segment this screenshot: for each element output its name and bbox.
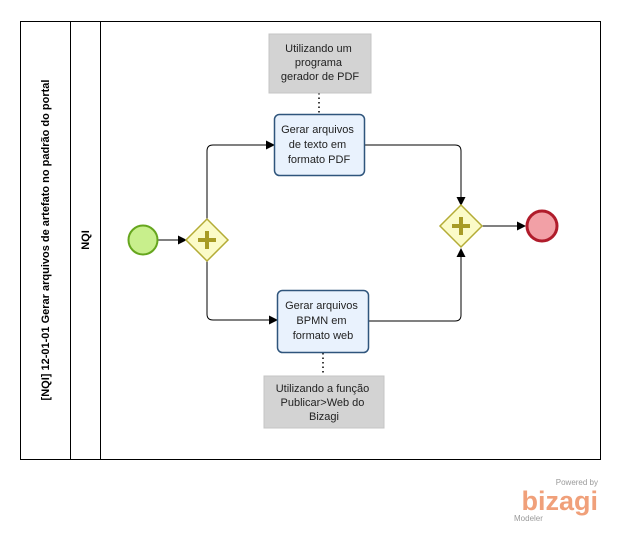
- flow-split-to-task-pdf: [206, 140, 275, 219]
- annotation-line: Publicar>Web do: [281, 397, 365, 409]
- annotation-line: Bizagi: [309, 411, 339, 423]
- task-box: [273, 113, 366, 177]
- task-generate-pdf[interactable]: Gerar arquivos de texto em formato PDF: [273, 113, 366, 177]
- lane-title: NQI: [80, 230, 92, 250]
- powered-by-text: Powered by: [556, 478, 598, 487]
- annotation-line: gerador de PDF: [281, 71, 360, 83]
- associations: [318, 93, 324, 376]
- task-label: Gerar arquivos BPMN em formato web: [285, 300, 361, 342]
- task-label-line: de texto em: [289, 139, 346, 151]
- annotation-text: Utilizando a função Publicar>Web do Biza…: [276, 383, 373, 423]
- end-event[interactable]: [525, 209, 559, 243]
- task-label-line: BPMN em: [296, 315, 346, 327]
- annotation-pdf[interactable]: Utilizando um programa gerador de PDF: [268, 33, 372, 94]
- annotation-line: programa: [295, 57, 343, 69]
- task-generate-bpmn[interactable]: Gerar arquivos BPMN em formato web: [276, 289, 370, 354]
- annotation-line: Utilizando a função: [276, 383, 370, 395]
- plus-icon: [452, 217, 470, 235]
- task-box: [276, 289, 370, 354]
- task-label-line: formato web: [293, 330, 354, 342]
- modeler-text: Modeler: [514, 514, 543, 523]
- flow-task-bpmn-to-join: [369, 248, 466, 322]
- bizagi-wordmark: bizagi: [521, 486, 598, 516]
- task-label: Gerar arquivos de texto em formato PDF: [281, 124, 357, 166]
- task-label-line: formato PDF: [288, 154, 351, 166]
- flow-task-pdf-to-join: [364, 144, 466, 206]
- parallel-gateway-join[interactable]: [438, 203, 484, 249]
- pool-title: [NQI] 12-01-01 Gerar arquivos de artefat…: [40, 80, 52, 401]
- task-label-line: Gerar arquivos: [285, 300, 358, 312]
- task-label-line: Gerar arquivos: [281, 124, 354, 136]
- annotation-box: [263, 375, 385, 429]
- annotation-web[interactable]: Utilizando a função Publicar>Web do Biza…: [263, 375, 385, 429]
- bizagi-logo: Powered by bizagi Modeler: [514, 478, 598, 523]
- plus-icon: [198, 231, 216, 249]
- start-event[interactable]: [127, 224, 159, 256]
- parallel-gateway-split[interactable]: [184, 217, 230, 263]
- flow-split-to-task-bpmn: [206, 261, 278, 325]
- sequence-flows: [158, 140, 526, 325]
- annotation-box: [268, 33, 372, 94]
- annotation-line: Utilizando um: [285, 43, 352, 55]
- annotation-text: Utilizando um programa gerador de PDF: [281, 43, 360, 83]
